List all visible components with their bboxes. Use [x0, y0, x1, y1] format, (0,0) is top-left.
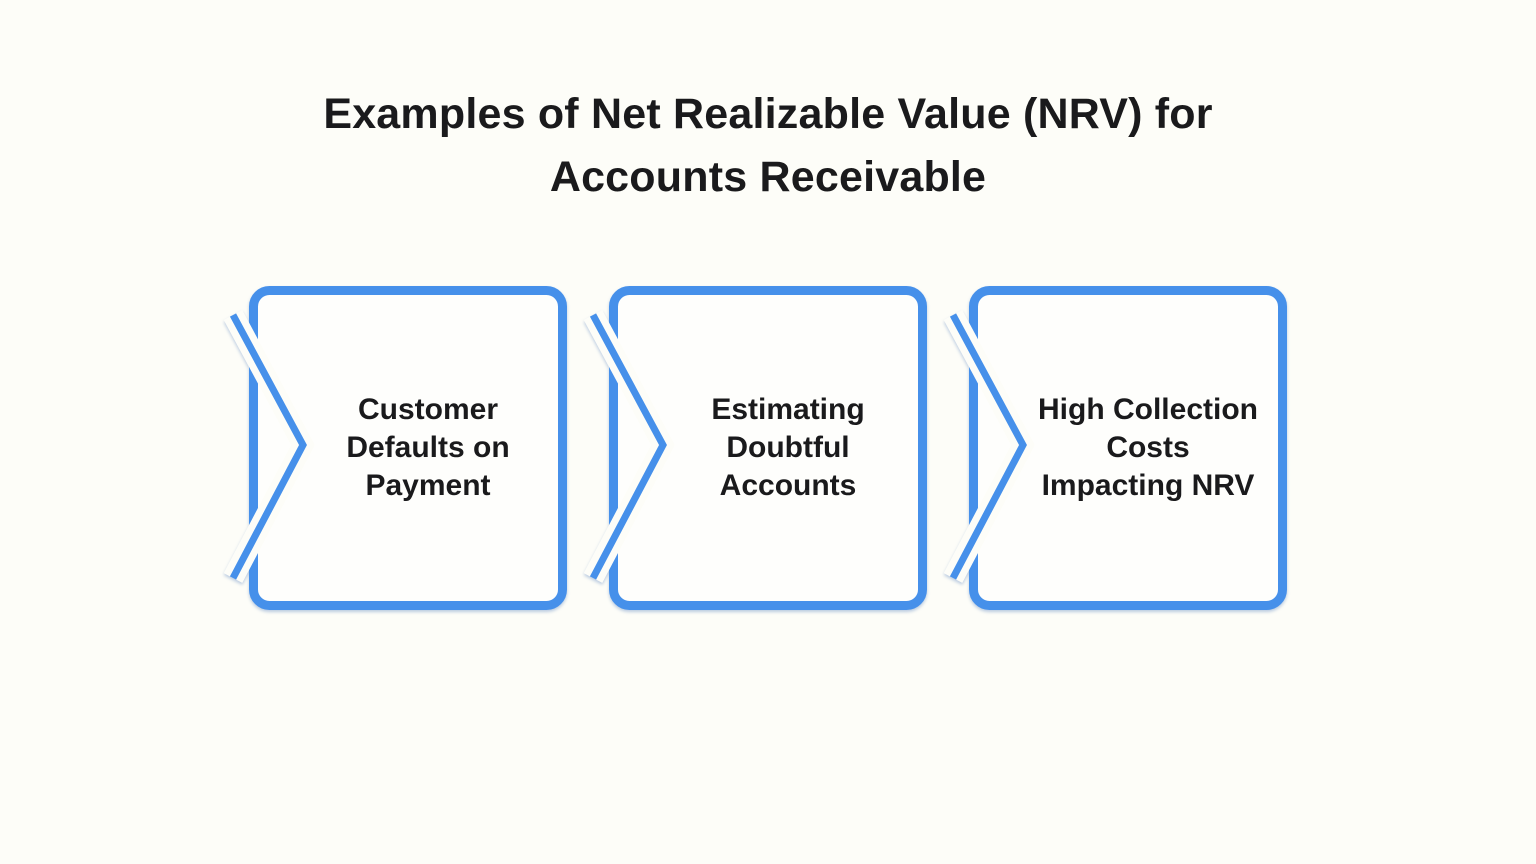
card-text-line: Customer	[357, 393, 499, 426]
chevron-right-icon	[949, 313, 1027, 580]
card-text: Estimating Doubtful Accounts	[609, 286, 927, 610]
card-text-line: Payment	[365, 469, 491, 502]
card-frame	[223, 286, 567, 610]
card-text: High Collection Costs Impacting NRV	[969, 286, 1287, 610]
card-text-line: Defaults on	[346, 431, 510, 464]
card-border	[609, 286, 927, 610]
page-title-line-2: Accounts Receivable	[549, 152, 987, 201]
card-frame	[583, 286, 927, 610]
card-estimating-doubtful: Estimating Doubtful Accounts	[583, 286, 927, 610]
chevron-right-icon	[589, 313, 667, 580]
card-text: Customer Defaults on Payment	[249, 286, 567, 610]
card-frame	[943, 286, 1287, 610]
cards-row: Customer Defaults on Payment Estimating …	[0, 286, 1536, 610]
card-customer-defaults: Customer Defaults on Payment	[223, 286, 567, 610]
card-border	[969, 286, 1287, 610]
card-text-line: Doubtful	[726, 431, 850, 464]
card-text-line: Estimating	[711, 393, 865, 426]
card-border	[249, 286, 567, 610]
card-text-line: Costs	[1106, 431, 1190, 464]
card-text-line: Accounts	[719, 469, 857, 502]
card-text-line: Impacting NRV	[1041, 469, 1255, 502]
card-high-collection-costs: High Collection Costs Impacting NRV	[943, 286, 1287, 610]
chevron-right-icon	[229, 313, 307, 580]
card-text-line: High Collection	[1038, 393, 1258, 426]
page-title: Examples of Net Realizable Value (NRV) f…	[0, 83, 1536, 209]
page-title-line-1: Examples of Net Realizable Value (NRV) f…	[323, 89, 1213, 138]
